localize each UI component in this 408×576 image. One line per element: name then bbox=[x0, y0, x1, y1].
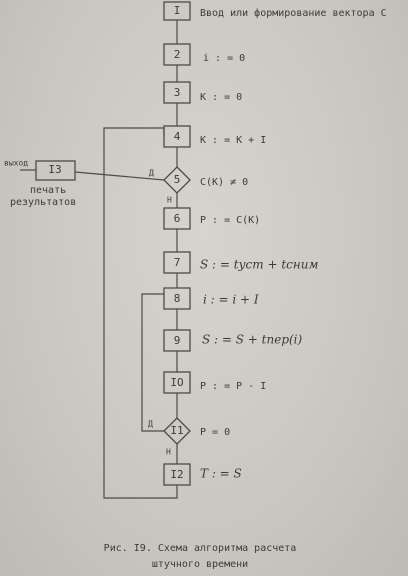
svg-text:I1: I1 bbox=[170, 424, 183, 437]
svg-text:S : = tуст + tсним: S : = tуст + tсним bbox=[200, 258, 319, 272]
caption-line-1: Рис. I9. Схема алгоритма расчета bbox=[104, 543, 297, 554]
block-8: 8 i : = i + I bbox=[163, 287, 259, 310]
svg-text:3: 3 bbox=[174, 86, 181, 99]
branch-no-11: Н bbox=[166, 448, 171, 457]
svg-text:I: I bbox=[174, 4, 181, 17]
svg-text:6: 6 bbox=[174, 212, 181, 225]
block-6: 6 P : = C(K) bbox=[163, 207, 260, 230]
svg-text:8: 8 bbox=[174, 292, 181, 305]
branch-yes-5: Д bbox=[149, 169, 154, 178]
svg-text:S : = S + tпер(i): S : = S + tпер(i) bbox=[202, 333, 303, 347]
block-3: 3 K : = 0 bbox=[163, 81, 242, 104]
branch-no-5: Н bbox=[167, 196, 172, 205]
svg-text:I2: I2 bbox=[170, 468, 183, 481]
decision-5: 5 C(K) ≠ 0 bbox=[163, 166, 248, 194]
exit-label: выход bbox=[4, 159, 28, 168]
print-label-1: печать bbox=[30, 185, 66, 196]
svg-text:5: 5 bbox=[174, 173, 181, 186]
block-9: 9 S : = S + tпер(i) bbox=[163, 329, 303, 352]
svg-text:T : = S: T : = S bbox=[200, 467, 242, 481]
svg-text:P : = C(K): P : = C(K) bbox=[200, 215, 260, 226]
svg-text:9: 9 bbox=[174, 334, 181, 347]
block-4: 4 K : = K + I bbox=[163, 125, 266, 148]
block-7: 7 S : = tуст + tсним bbox=[163, 251, 319, 274]
svg-text:I3: I3 bbox=[48, 163, 61, 176]
branch-yes-11: Д bbox=[148, 420, 153, 429]
block-2: 2 i : = 0 bbox=[163, 43, 245, 66]
svg-text:i : = 0: i : = 0 bbox=[203, 53, 245, 64]
print-label-2: результатов bbox=[10, 197, 76, 208]
svg-text:K : = 0: K : = 0 bbox=[200, 92, 242, 103]
decision-11: I1 P = 0 bbox=[163, 417, 230, 445]
svg-text:C(K) ≠ 0: C(K) ≠ 0 bbox=[200, 177, 248, 188]
block-1: I Ввод или формирование вектора С bbox=[163, 1, 387, 21]
svg-text:7: 7 bbox=[174, 256, 181, 269]
connector-lines bbox=[20, 20, 178, 499]
svg-text:K : = K + I: K : = K + I bbox=[200, 135, 266, 146]
block-13: I3 bbox=[35, 160, 76, 181]
svg-text:P = 0: P = 0 bbox=[200, 427, 230, 438]
svg-text:P : = P - I: P : = P - I bbox=[200, 381, 266, 392]
caption-line-2: штучного времени bbox=[152, 559, 248, 570]
svg-text:IO: IO bbox=[170, 376, 183, 389]
block-10: IO P : = P - I bbox=[163, 371, 266, 394]
svg-text:4: 4 bbox=[174, 130, 181, 143]
svg-text:i : = i + I: i : = i + I bbox=[203, 293, 259, 307]
svg-text:Ввод или формирование вектора: Ввод или формирование вектора С bbox=[200, 7, 387, 19]
svg-text:2: 2 bbox=[174, 48, 181, 61]
block-12: I2 T : = S bbox=[163, 463, 242, 486]
